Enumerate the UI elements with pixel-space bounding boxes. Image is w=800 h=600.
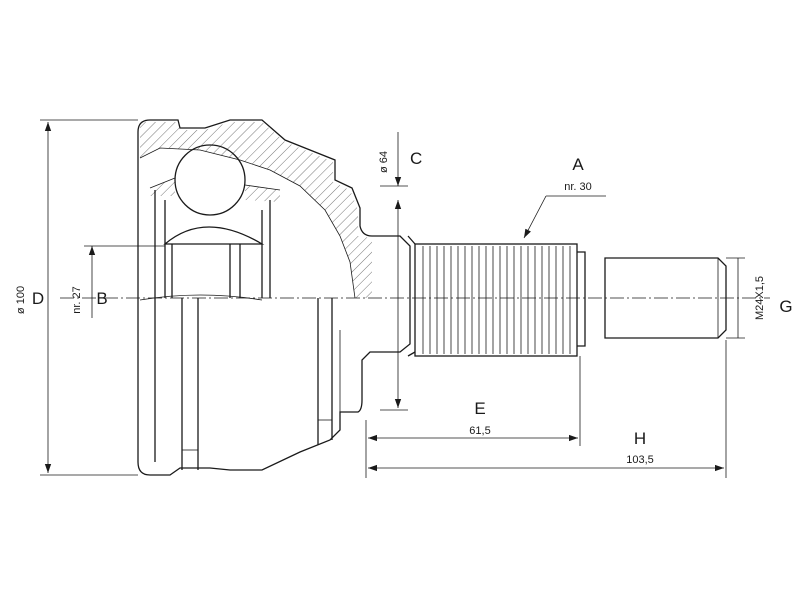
dimension-c: ø 64 C [378,132,422,411]
dimension-g: M24X1,5 G [726,257,793,339]
label-d: D [32,289,44,308]
dimension-h-value: 103,5 [626,454,654,466]
label-c: C [410,149,422,168]
dimension-c-value: ø 64 [378,151,390,173]
label-e: E [474,399,485,418]
dimension-h: H 103,5 [368,340,727,478]
label-g: G [779,297,792,316]
dimension-e-value: 61,5 [469,425,490,437]
splined-shaft [407,235,727,357]
label-h: H [634,429,646,448]
label-b: B [96,289,107,308]
dimension-d: ø 100 D [15,119,138,476]
dimension-d-value: ø 100 [15,286,27,314]
dimension-b-value: nr. 27 [71,286,83,314]
dimension-g-value: M24X1,5 [754,276,766,320]
dimension-e: E 61,5 [365,356,581,478]
dimension-b: nr. 27 B [71,245,165,318]
label-a: A [572,155,584,174]
dimension-a-value: nr. 30 [564,181,592,193]
ball-and-cage [139,144,281,301]
dimension-a: A nr. 30 [523,155,606,239]
joint-housing [137,119,411,476]
